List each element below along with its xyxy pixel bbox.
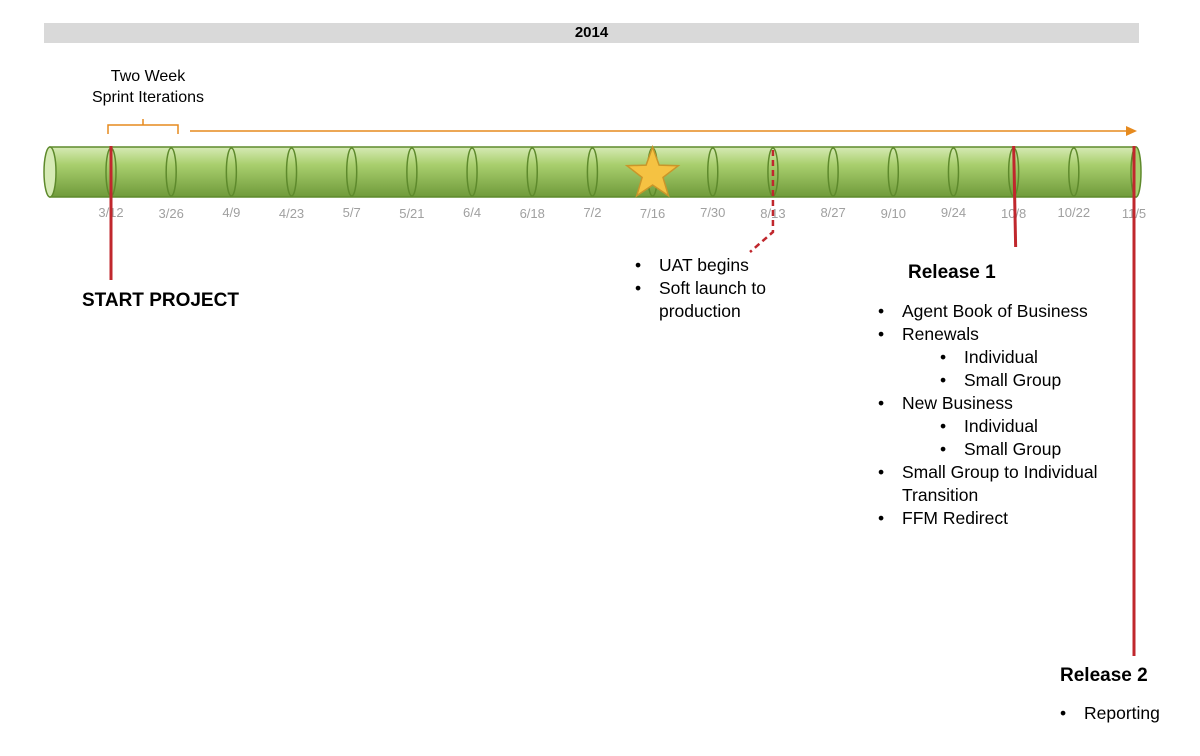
uat-milestone-list: UAT beginsSoft launch to production [635, 254, 835, 323]
sprint-bracket [107, 119, 179, 134]
timeline-pipe-body [49, 146, 1137, 198]
sprint-label-line1: Two Week [110, 68, 186, 85]
release1-feature-item: Agent Book of Business [878, 300, 1158, 323]
release1-feature-item: Small Group [940, 438, 1158, 461]
date-tick-label: 4/23 [279, 206, 304, 221]
timeline-pipe-cap [43, 146, 57, 198]
pipe-segment-ring [285, 147, 298, 197]
release1-feature-item: Individual [940, 346, 1158, 369]
release1-feature-item: Small Group [940, 369, 1158, 392]
date-tick-label: 7/16 [640, 206, 665, 221]
release1-marker [1012, 145, 1018, 248]
release1-feature-item: FFM Redirect [878, 507, 1158, 530]
date-tick-label: 7/30 [700, 205, 725, 220]
release1-feature-list: Agent Book of BusinessRenewalsIndividual… [878, 300, 1158, 530]
date-tick-label: 10/22 [1058, 205, 1091, 220]
date-tick-label: 5/7 [343, 205, 361, 220]
pipe-segment-ring [1068, 147, 1080, 197]
pipe-segment-ring [887, 147, 900, 197]
date-tick-label: 8/27 [820, 205, 845, 220]
pipe-segment-ring [165, 147, 177, 197]
pipe-segment-ring [466, 147, 478, 197]
release2-feature-item: Reporting [1060, 702, 1200, 725]
release1-feature-item: Individual [940, 415, 1158, 438]
pipe-segment-ring [707, 147, 719, 197]
date-tick-label: 6/18 [520, 206, 545, 221]
pipe-segment-ring [947, 147, 960, 197]
uat-milestone-item: Soft launch to production [635, 277, 835, 323]
release2-title: Release 2 [1060, 665, 1148, 686]
release1-feature-item: Small Group to Individual Transition [878, 461, 1158, 507]
year-header: 2014 [44, 23, 1139, 43]
milestone-star-icon [624, 144, 681, 198]
date-tick-label: 4/9 [222, 205, 240, 220]
pipe-segment-ring [586, 147, 599, 197]
start-project-label: START PROJECT [82, 290, 239, 311]
uat-marker [749, 150, 775, 253]
pipe-segment-ring [345, 147, 358, 197]
date-tick-label: 7/2 [583, 205, 601, 220]
date-tick-label: 9/10 [881, 206, 906, 221]
pipe-segment-ring [406, 147, 418, 197]
pipe-segment-ring [827, 147, 839, 197]
date-tick-label: 3/26 [159, 206, 184, 221]
sprint-label-line2: Sprint Iterations [91, 89, 205, 106]
sprint-iterations-label: Two Week Sprint Iterations [58, 66, 238, 108]
release2-feature-list: Reporting [1060, 702, 1200, 725]
date-tick-label: 5/21 [399, 206, 424, 221]
pipe-segment-ring [526, 147, 538, 197]
pipe-segment-ring [225, 147, 238, 197]
date-tick-label: 6/4 [463, 205, 481, 220]
timeline-arrow-head [1126, 126, 1137, 136]
date-tick-label: 9/24 [941, 205, 966, 220]
release1-feature-item: New Business [878, 392, 1158, 415]
uat-milestone-item: UAT begins [635, 254, 835, 277]
release1-feature-item: Renewals [878, 323, 1158, 346]
release1-title: Release 1 [908, 262, 996, 283]
